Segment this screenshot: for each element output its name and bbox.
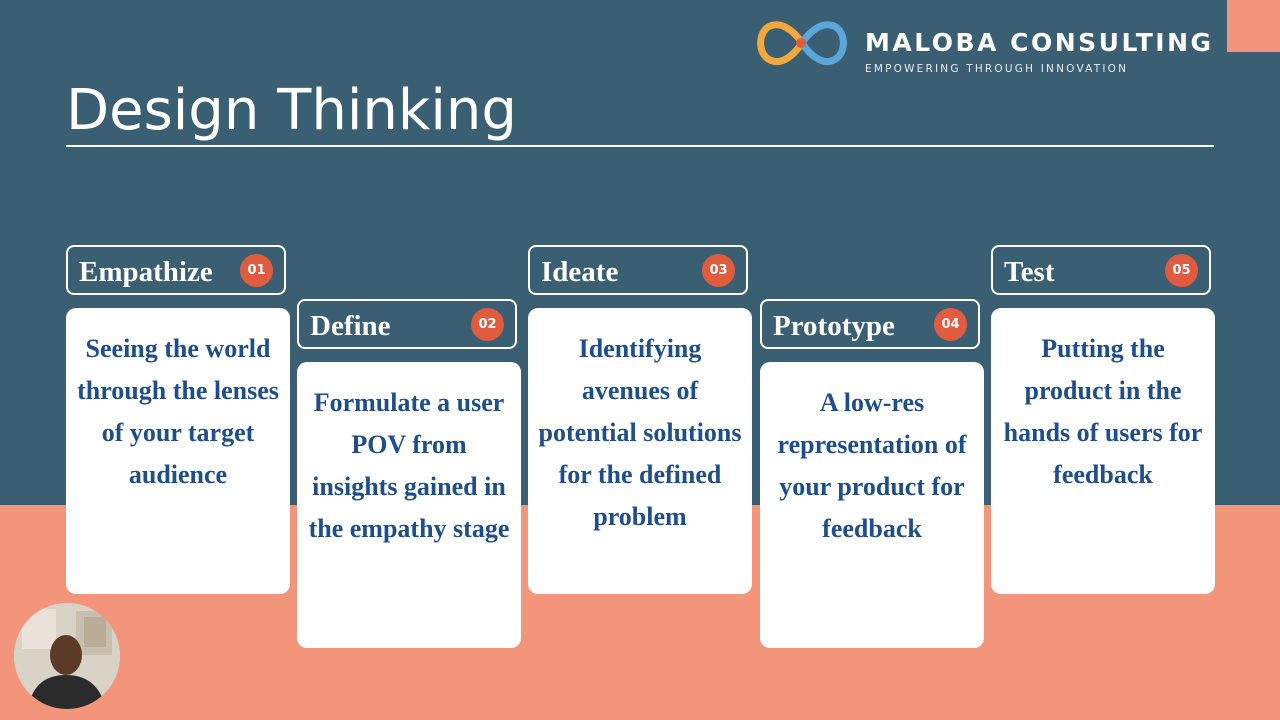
stage-description-test: Putting the product in the hands of user… xyxy=(991,308,1215,594)
stage-number-badge: 02 xyxy=(471,308,504,341)
stage-description-text: Putting the product in the hands of user… xyxy=(1001,328,1205,496)
stage-description-text: Seeing the world through the lenses of y… xyxy=(76,328,280,496)
stage-label-text: Prototype xyxy=(773,310,895,343)
stage-description-text: Identifying avenues of potential solutio… xyxy=(538,328,742,538)
stage-label-define: Define 02 xyxy=(297,299,517,349)
slide-title: Design Thinking xyxy=(66,78,517,143)
title-divider xyxy=(66,145,1214,147)
stage-description-text: Formulate a user POV from insights gaine… xyxy=(307,382,511,550)
stage-label-text: Define xyxy=(310,310,391,343)
stage-description-ideate: Identifying avenues of potential solutio… xyxy=(528,308,752,594)
stage-number-badge: 03 xyxy=(702,254,735,287)
person-silhouette-icon xyxy=(14,603,120,709)
corner-accent xyxy=(1227,0,1280,52)
stage-number-badge: 05 xyxy=(1165,254,1198,287)
brand-name: MALOBA CONSULTING xyxy=(865,28,1214,57)
brand-logo: MALOBA CONSULTING EMPOWERING THROUGH INN… xyxy=(754,14,1224,74)
stage-label-prototype: Prototype 04 xyxy=(760,299,980,349)
stage-label-text: Ideate xyxy=(541,256,618,289)
presenter-webcam-avatar xyxy=(14,603,120,709)
infinity-logo-icon xyxy=(754,14,850,72)
stage-label-empathize: Empathize 01 xyxy=(66,245,286,295)
stage-label-test: Test 05 xyxy=(991,245,1211,295)
stage-description-define: Formulate a user POV from insights gaine… xyxy=(297,362,521,648)
stage-description-text: A low-res representation of your product… xyxy=(770,382,974,550)
stage-label-text: Test xyxy=(1004,256,1055,289)
stage-description-empathize: Seeing the world through the lenses of y… xyxy=(66,308,290,594)
stage-label-text: Empathize xyxy=(79,256,213,289)
stage-number-badge: 01 xyxy=(240,254,273,287)
stage-label-ideate: Ideate 03 xyxy=(528,245,748,295)
stage-description-prototype: A low-res representation of your product… xyxy=(760,362,984,648)
brand-tagline: EMPOWERING THROUGH INNOVATION xyxy=(865,63,1128,75)
stage-number-badge: 04 xyxy=(934,308,967,341)
